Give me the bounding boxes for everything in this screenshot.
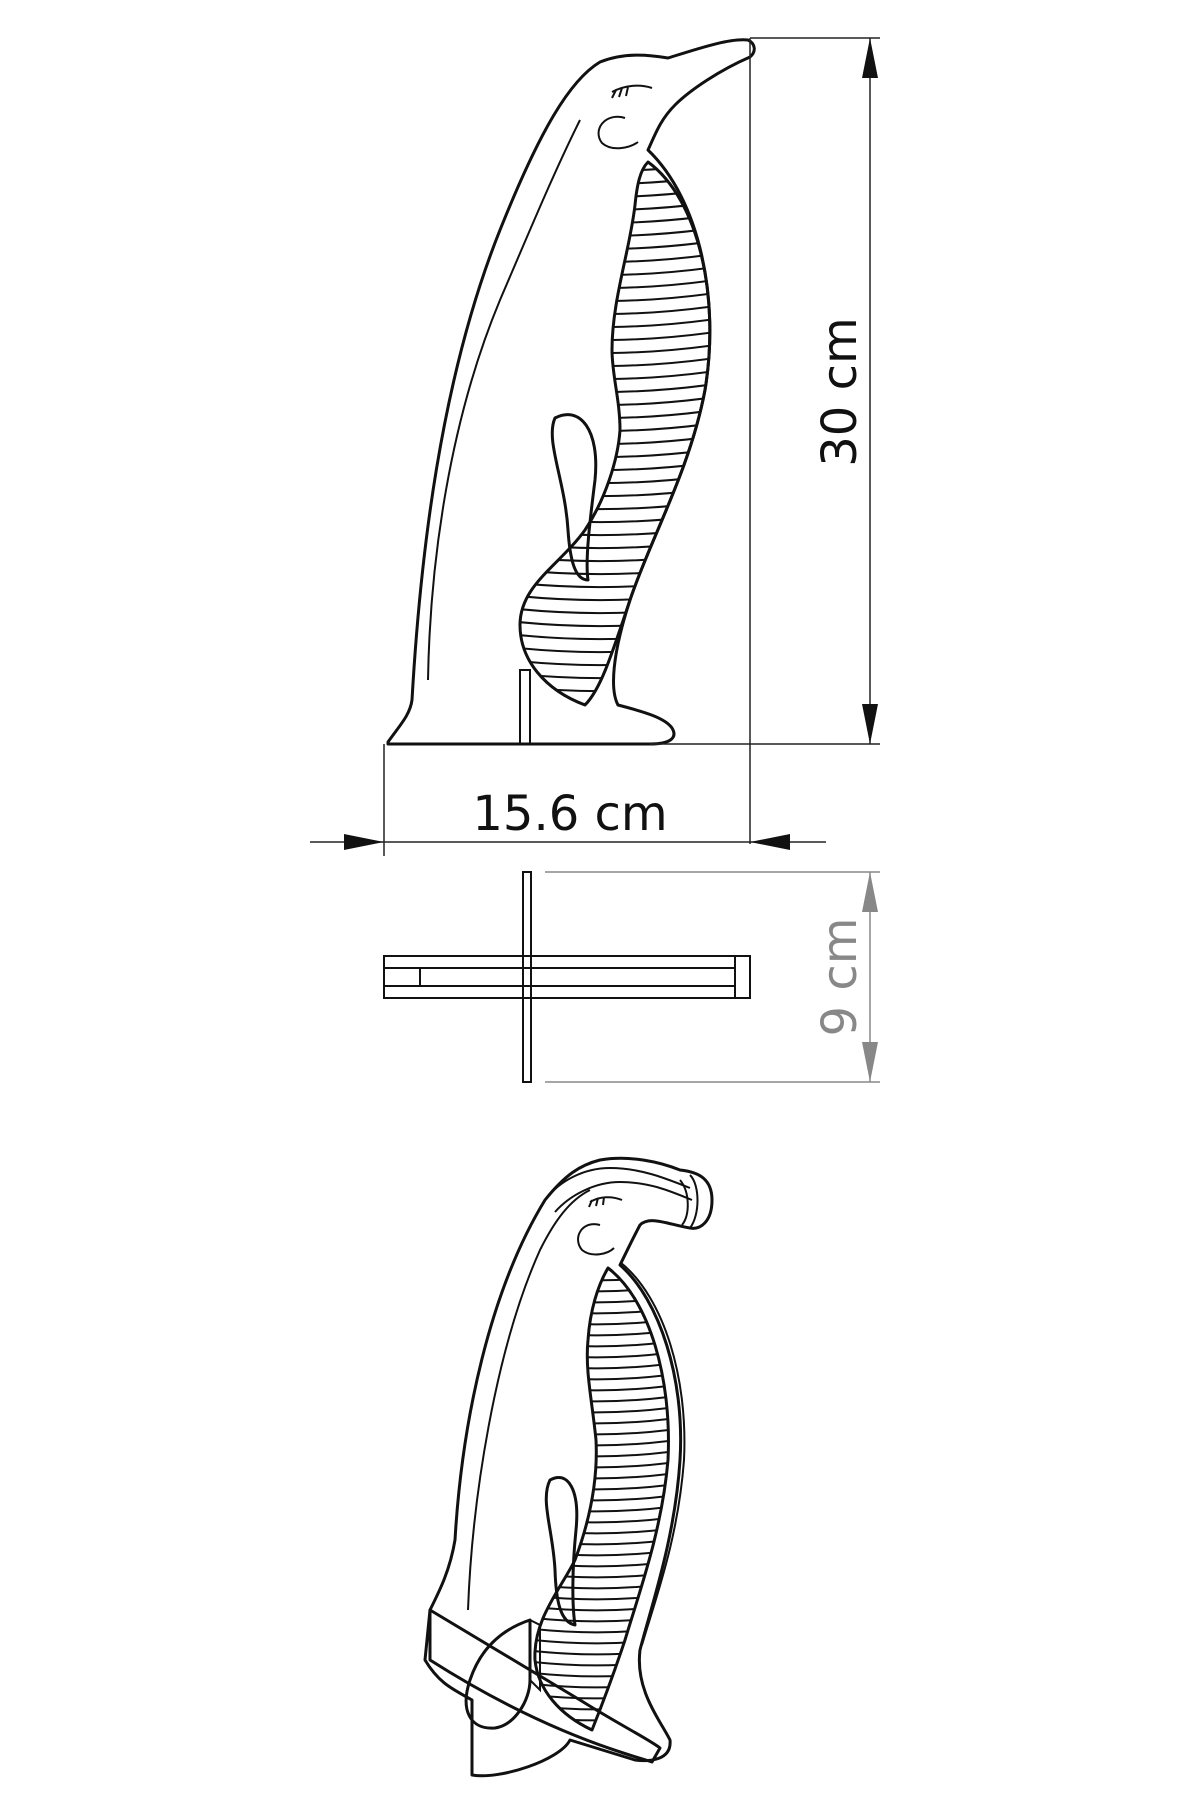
iso-eye-icon — [588, 1196, 623, 1208]
top-view — [383, 871, 751, 1083]
depth-label: 9 cm — [812, 918, 868, 1037]
belly-stripe — [520, 562, 710, 576]
iso-base — [428, 1608, 662, 1764]
belly-stripe — [534, 1305, 669, 1315]
belly-stripe — [534, 1580, 669, 1590]
iso-cheek — [577, 1223, 615, 1256]
belly-stripe — [534, 1360, 669, 1370]
belly-stripe — [534, 1657, 669, 1667]
depth-dimension: 9 cm — [545, 871, 880, 1083]
belly-stripe — [534, 1268, 669, 1271]
belly-stripe — [520, 393, 710, 407]
top-view-stand — [522, 871, 532, 1083]
belly-stripe — [534, 1701, 669, 1711]
belly-stripe — [534, 1569, 669, 1579]
belly-stripe — [520, 497, 710, 511]
belly-stripe — [520, 510, 710, 524]
belly-stripe — [520, 328, 710, 342]
belly-stripe — [520, 432, 710, 446]
belly-stripe — [534, 1404, 669, 1414]
penguin-side-wing — [550, 413, 598, 582]
belly-stripe — [534, 1415, 669, 1425]
belly-stripe — [534, 1437, 669, 1447]
belly-stripe — [534, 1349, 669, 1359]
belly-stripe — [520, 523, 710, 537]
penguin-side-eye-icon — [611, 84, 653, 99]
belly-stripe — [534, 1294, 669, 1304]
belly-stripe — [534, 1503, 669, 1513]
belly-stripe — [520, 250, 710, 264]
width-dimension: 15.6 cm — [310, 744, 826, 856]
iso-back-line — [467, 1189, 591, 1611]
belly-stripe — [525, 1735, 690, 1742]
belly-stripes — [500, 162, 730, 717]
isometric-view — [423, 1156, 714, 1778]
belly-stripe — [520, 484, 710, 498]
width-label: 15.6 cm — [472, 786, 667, 842]
belly-stripe — [520, 627, 710, 641]
belly-stripe — [520, 162, 710, 173]
belly-stripe — [520, 172, 710, 186]
belly-stripe — [520, 549, 710, 563]
belly-stripe — [500, 707, 730, 717]
belly-stripe — [534, 1283, 669, 1293]
belly-stripe — [520, 536, 710, 550]
belly-stripe — [520, 601, 710, 615]
height-dimension: 30 cm — [650, 37, 880, 844]
belly-stripe — [520, 471, 710, 485]
belly-stripe — [534, 1624, 669, 1634]
belly-stripe — [534, 1272, 669, 1282]
belly-stripe — [520, 588, 710, 602]
belly-stripe — [520, 614, 710, 628]
belly-stripe — [534, 1591, 669, 1601]
belly-stripe — [534, 1613, 669, 1623]
belly-stripe — [520, 406, 710, 420]
iso-belly-stripes — [525, 1268, 690, 1742]
belly-stripe — [520, 289, 710, 303]
stand-slot-side — [519, 669, 531, 745]
belly-stripe — [520, 263, 710, 277]
top-view-body — [383, 955, 751, 999]
belly-stripe — [534, 1679, 669, 1689]
belly-stripe — [520, 198, 710, 212]
penguin-side-cheek — [597, 115, 639, 150]
iso-stand — [464, 1618, 532, 1730]
iso-wing — [544, 1476, 579, 1627]
belly-stripe — [534, 1536, 669, 1546]
belly-stripe — [520, 276, 710, 290]
belly-stripe — [534, 1646, 669, 1656]
belly-stripe — [520, 354, 710, 368]
penguin-side-outline — [386, 38, 756, 746]
penguin-side-back-line — [427, 119, 581, 681]
belly-stripe — [534, 1426, 669, 1436]
belly-stripe — [534, 1448, 669, 1458]
belly-stripe — [534, 1459, 669, 1469]
belly-stripe — [520, 341, 710, 355]
belly-stripe — [534, 1668, 669, 1678]
belly-stripe — [534, 1371, 669, 1381]
belly-stripe — [534, 1316, 669, 1326]
height-label: 30 cm — [812, 317, 868, 466]
penguin-side-belly — [518, 160, 712, 707]
belly-stripe — [520, 237, 710, 251]
belly-stripe — [534, 1635, 669, 1645]
belly-stripe — [520, 185, 710, 199]
side-view — [386, 38, 756, 746]
